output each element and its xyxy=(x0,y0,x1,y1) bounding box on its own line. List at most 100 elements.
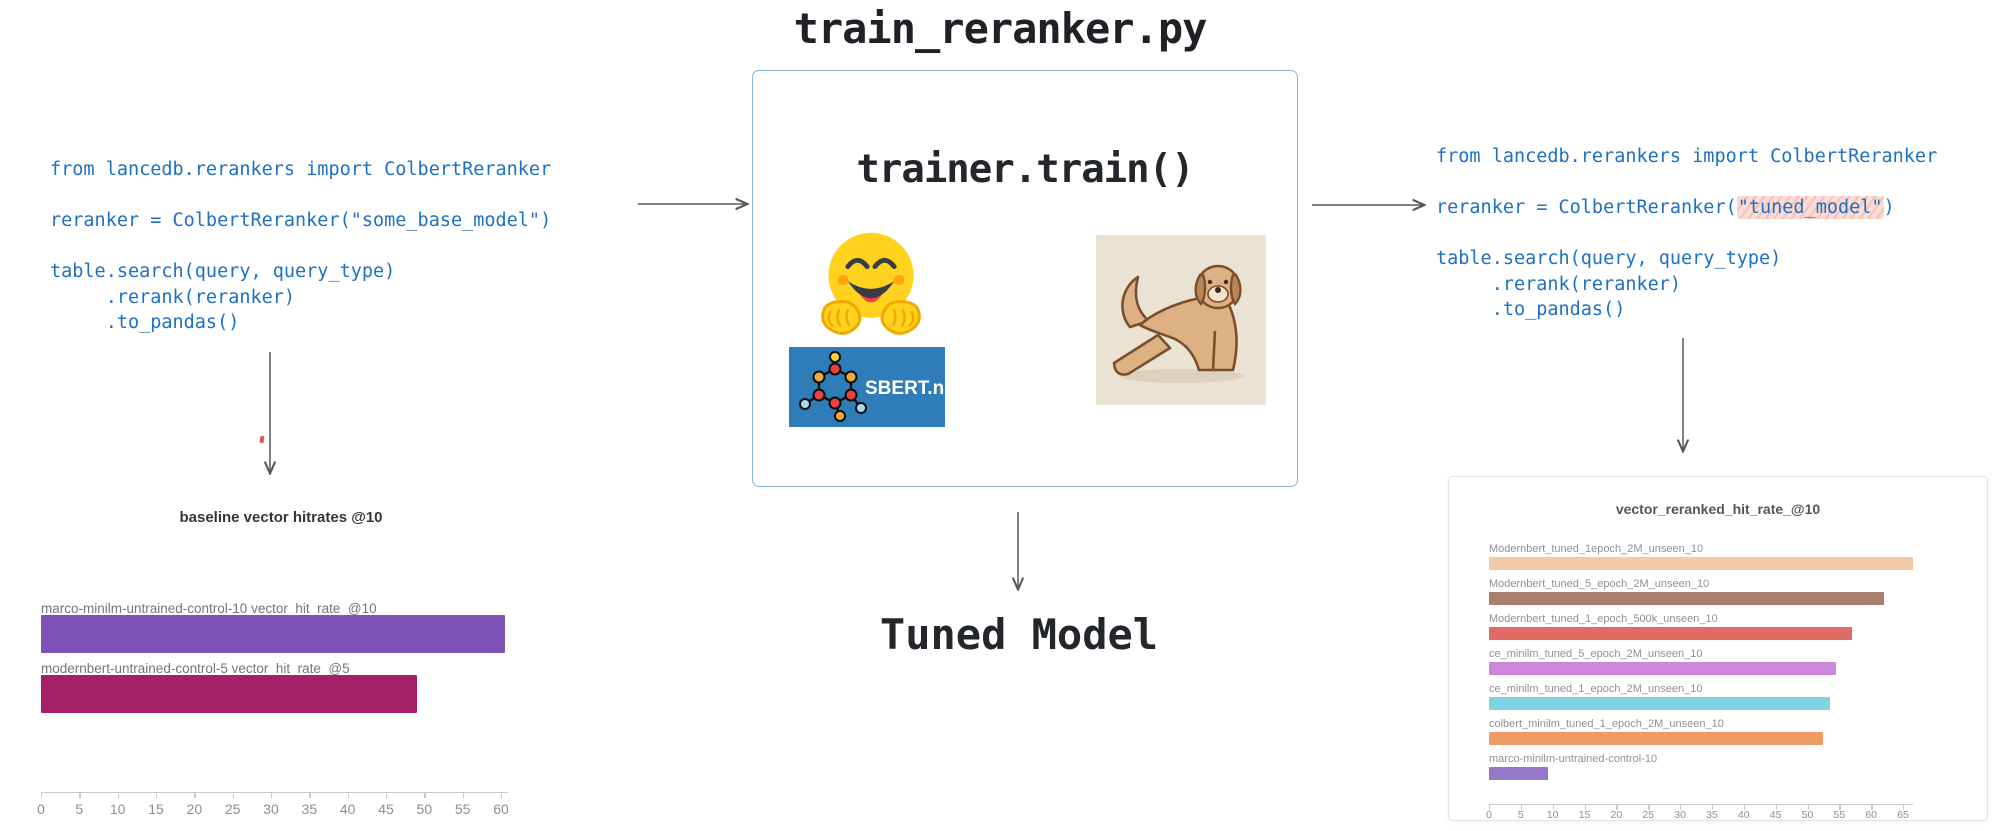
x-axis-tick xyxy=(1807,804,1809,810)
trainer-box: trainer.train() xyxy=(752,70,1298,487)
x-axis-tick xyxy=(1648,804,1650,810)
code-line: table.search(query, query_type) xyxy=(50,261,396,282)
highlighted-code: "tuned_model" xyxy=(1736,196,1884,219)
bar xyxy=(1489,627,1853,640)
bar-label: ce_minilm_tuned_5_epoch_2M_unseen_10 xyxy=(1489,648,1703,660)
left-code-block: from lancedb.rerankers import ColbertRer… xyxy=(50,157,551,336)
chart-title: vector_reranked_hit_rate_@10 xyxy=(1615,501,1821,517)
bar xyxy=(1489,732,1824,745)
code-line: from lancedb.rerankers import ColbertRer… xyxy=(1436,146,1938,167)
x-tick-label: 25 xyxy=(1642,809,1655,821)
x-tick-label: 20 xyxy=(186,801,203,817)
code-line: .to_pandas() xyxy=(1436,299,1626,320)
x-axis-tick xyxy=(386,792,388,798)
x-axis-tick xyxy=(1616,804,1618,810)
x-axis-tick xyxy=(194,792,196,798)
x-axis-tick xyxy=(1903,804,1905,810)
x-tick-label: 15 xyxy=(1578,809,1591,821)
x-tick-label: 10 xyxy=(1546,809,1559,821)
x-tick-label: 45 xyxy=(378,801,394,817)
code-line: reranker = ColbertReranker("some_base_mo… xyxy=(50,210,552,231)
page-title: train_reranker.py xyxy=(793,4,1208,53)
x-tick-label: 50 xyxy=(416,801,433,817)
code-line: .rerank(reranker) xyxy=(50,286,296,308)
code-line: .rerank(reranker) xyxy=(1436,273,1682,295)
right-code-block: from lancedb.rerankers import ColbertRer… xyxy=(1436,144,1937,323)
x-tick-label: 15 xyxy=(148,801,164,817)
bar-label: Modernbert_tuned_5_epoch_2M_unseen_10 xyxy=(1489,578,1710,590)
bar xyxy=(1489,697,1830,710)
x-axis-tick xyxy=(271,792,273,798)
x-axis-line xyxy=(41,792,508,794)
x-axis-tick xyxy=(1743,804,1746,810)
x-tick-label: 45 xyxy=(1769,809,1782,821)
x-axis-tick xyxy=(1489,804,1491,810)
x-tick-label: 25 xyxy=(224,801,241,817)
trainer-code-label: trainer.train() xyxy=(856,147,1194,192)
bar-label: modernbert-untrained-control-5 vector_hi… xyxy=(41,661,350,676)
x-tick-label: 55 xyxy=(454,801,471,817)
x-tick-label: 35 xyxy=(1706,809,1718,821)
x-axis-tick xyxy=(1680,804,1682,810)
x-axis-tick xyxy=(1520,804,1523,810)
x-axis-tick xyxy=(309,792,311,798)
x-axis-tick xyxy=(232,792,235,798)
x-tick-label: 35 xyxy=(301,801,318,817)
x-axis-tick xyxy=(79,792,81,798)
bar xyxy=(41,615,505,653)
bar-label: ce_minilm_tuned_1_epoch_2M_unseen_10 xyxy=(1489,683,1703,695)
x-axis-tick xyxy=(424,792,426,798)
x-tick-label: 0 xyxy=(37,801,45,817)
x-tick-label: 20 xyxy=(1610,809,1623,821)
x-tick-label: 50 xyxy=(1801,809,1814,821)
x-tick-label: 55 xyxy=(1833,809,1846,821)
x-axis-tick xyxy=(156,792,158,798)
x-axis-tick xyxy=(347,792,350,798)
x-axis-tick xyxy=(1552,804,1555,810)
x-tick-label: 10 xyxy=(109,801,126,817)
x-tick-label: 30 xyxy=(1674,809,1686,821)
x-tick-label: 30 xyxy=(263,801,279,817)
x-axis-tick xyxy=(501,792,503,798)
x-axis-tick xyxy=(462,792,465,798)
hugging-face-icon xyxy=(821,232,921,335)
x-tick-label: 5 xyxy=(1517,809,1524,821)
x-axis-tick xyxy=(1871,804,1873,810)
bar xyxy=(1489,767,1548,780)
code-line: table.search(query, query_type) xyxy=(1436,248,1782,269)
bar-label: Modernbert_tuned_1epoch_2M_unseen_10 xyxy=(1489,543,1704,555)
x-tick-label: 40 xyxy=(339,801,356,817)
bar-label: colbert_minilm_tuned_1_epoch_2M_unseen_1… xyxy=(1489,718,1724,730)
bar xyxy=(1489,557,1913,570)
code-line: from lancedb.rerankers import ColbertRer… xyxy=(50,159,552,180)
x-axis-tick xyxy=(1584,804,1586,810)
x-axis-line xyxy=(1489,804,1913,806)
bar xyxy=(1489,592,1884,605)
bar xyxy=(1489,662,1837,675)
code-line: reranker = ColbertReranker("tuned_model"… xyxy=(1436,196,1895,219)
x-tick-label: 0 xyxy=(1486,809,1492,821)
x-axis-tick xyxy=(1711,804,1714,810)
sbert-logo-text: SBERT.net xyxy=(865,378,945,399)
x-axis-tick xyxy=(1775,804,1778,810)
bar xyxy=(41,675,417,713)
x-tick-label: 60 xyxy=(1865,809,1878,821)
code-line: .to_pandas() xyxy=(50,312,240,333)
baseline-hitrates-chart: baseline vector hitrates @10 marco-minilm… xyxy=(37,505,521,831)
tuned-model-label: Tuned Model xyxy=(879,610,1159,659)
x-tick-label: 60 xyxy=(493,801,509,817)
x-axis-tick xyxy=(1839,804,1841,810)
sbert-logo: SBERT.net xyxy=(789,347,945,427)
bar-label: Modernbert_tuned_1_epoch_500k_unseen_10 xyxy=(1489,613,1718,625)
chart-title: baseline vector hitrates @10 xyxy=(179,509,383,526)
x-tick-label: 5 xyxy=(75,801,84,817)
x-tick-label: 65 xyxy=(1897,809,1909,821)
bar-label: marco-minilm-untrained-control-10 xyxy=(1489,753,1658,765)
x-axis-tick xyxy=(41,792,43,798)
bar-label: marco-minilm-untrained-control-10 vector… xyxy=(41,601,377,616)
x-axis-tick xyxy=(117,792,120,798)
yoga-dog-image xyxy=(1096,235,1266,405)
